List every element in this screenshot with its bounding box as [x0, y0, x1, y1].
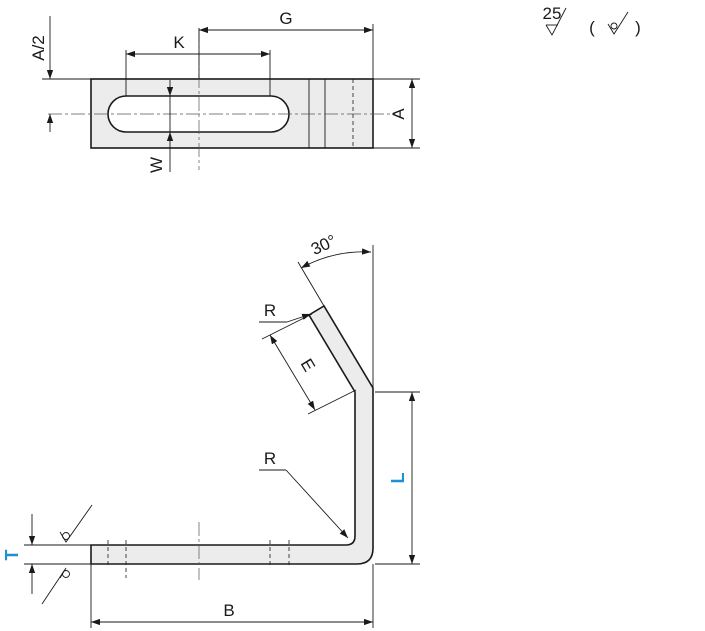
r-top-label: R	[264, 301, 276, 320]
side-view: 30° R E R L T B	[2, 231, 420, 628]
t-finish-check-bottom	[41, 567, 67, 605]
angle-arc	[300, 248, 372, 269]
finish-close-paren: )	[635, 18, 641, 37]
surface-finish-symbol: 25 ( )	[543, 4, 641, 37]
finish-check-icon	[545, 7, 567, 36]
t-label: T	[2, 550, 22, 561]
w-label: W	[147, 157, 166, 173]
b-label: B	[223, 601, 234, 620]
l-label: L	[388, 473, 408, 484]
k-label: K	[173, 33, 185, 52]
t-finish-check-top	[59, 504, 93, 543]
r-top-leader	[286, 313, 312, 323]
top-view: G K A/2 A W	[29, 9, 420, 173]
bent-bracket	[90, 304, 374, 565]
r-bottom-label: R	[264, 449, 276, 468]
angle-ext-slant	[297, 261, 325, 307]
r-bottom-leader	[285, 469, 349, 539]
e-label: E	[297, 355, 319, 375]
t-finish-circle-top	[62, 532, 70, 540]
finish-check-icon-small	[607, 11, 629, 35]
e-dimension-line	[269, 334, 316, 411]
a-half-label: A/2	[29, 35, 48, 61]
finish-value: 25	[543, 4, 562, 23]
a-label: A	[389, 108, 408, 120]
finish-circle-icon	[610, 22, 618, 30]
t-finish-circle-bottom	[62, 570, 70, 578]
e-ext-bottom	[307, 389, 357, 415]
g-label: G	[279, 9, 292, 28]
finish-open-paren: (	[589, 18, 595, 37]
